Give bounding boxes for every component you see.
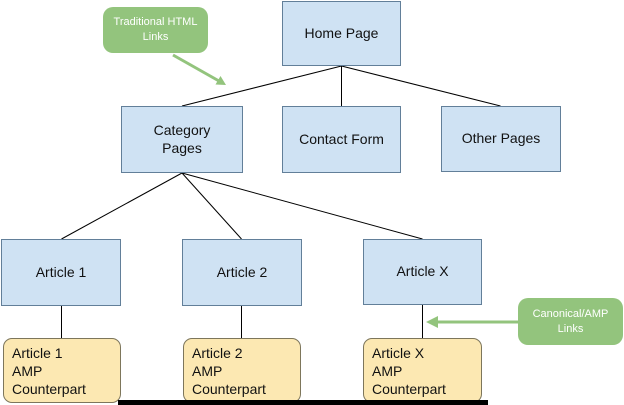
node-article-x-amp-counterpart: Article X AMP Counterpart bbox=[363, 338, 482, 403]
node-article-2: Article 2 bbox=[182, 239, 302, 306]
node-article-x: Article X bbox=[363, 239, 482, 305]
traditional-html-links-label: Traditional HTML Links bbox=[103, 7, 208, 53]
node-article-2-amp-counterpart: Article 2 AMP Counterpart bbox=[183, 338, 301, 403]
node-category-pages: Category Pages bbox=[121, 106, 243, 173]
node-other-pages: Other Pages bbox=[441, 106, 561, 172]
canonical-link-lines bbox=[61, 305, 423, 338]
traditional-links-arrow bbox=[172, 53, 226, 85]
node-article-1-amp-counterpart: Article 1 AMP Counterpart bbox=[3, 338, 121, 403]
canonical-amp-links-label: Canonical/AMP Links bbox=[518, 298, 623, 345]
canonical-links-arrow bbox=[426, 316, 518, 328]
node-contact-form: Contact Form bbox=[282, 106, 401, 173]
node-home-page: Home Page bbox=[282, 1, 401, 66]
bottom-black-bar bbox=[118, 400, 488, 405]
node-article-1: Article 1 bbox=[1, 239, 121, 306]
